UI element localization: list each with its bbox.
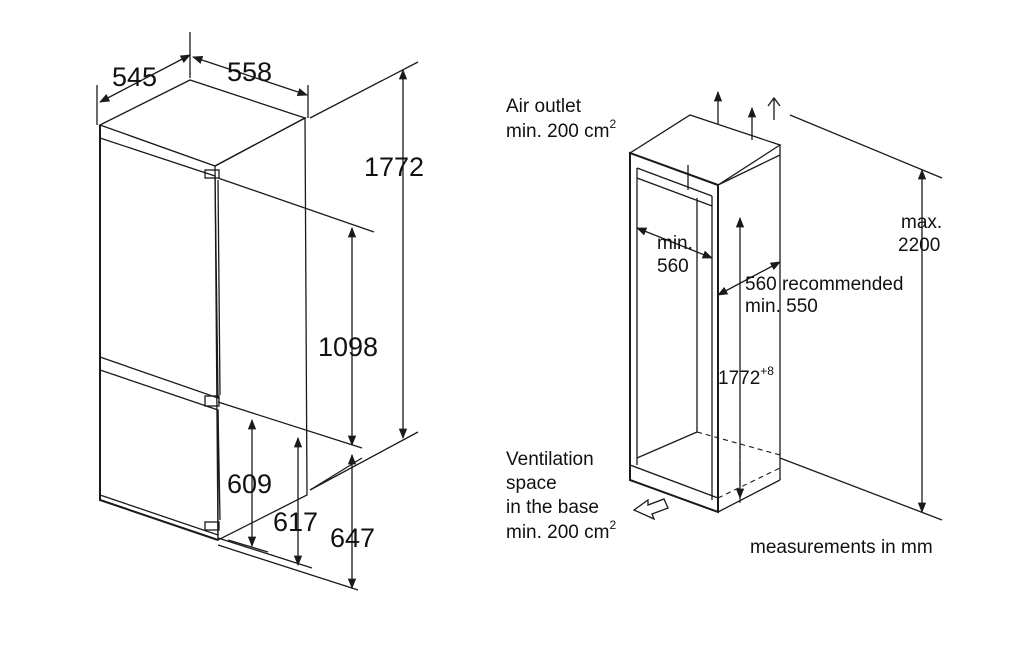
dimension-1772 [309, 61, 419, 491]
dimension-558 [192, 56, 309, 118]
air-outlet-arrows [713, 90, 781, 140]
label-609: 609 [227, 469, 272, 499]
appliance-front-outline [99, 125, 219, 541]
hinge-bottom [204, 521, 220, 531]
air-outlet-hook-icon [767, 96, 781, 120]
dimension-1098 [217, 177, 375, 449]
niche-front-frame [629, 151, 719, 514]
ventilation-label-2: space [506, 473, 557, 494]
ventilation-value: min. 200 cm2 [506, 518, 616, 543]
dimension-niche-depth [717, 261, 781, 296]
appliance-side-panel [214, 116, 308, 542]
label-1772: 1772 [364, 152, 424, 182]
appliance-drawing [98, 79, 308, 542]
niche-drawing [628, 114, 782, 514]
label-min-width-2: 560 [657, 256, 689, 277]
label-niche-height: 1772+8 [718, 364, 774, 389]
dimension-545 [96, 32, 191, 125]
label-617: 617 [273, 507, 318, 537]
label-max-2: 2200 [898, 235, 940, 256]
ventilation-inlet-arrow-icon [632, 498, 669, 521]
label-min-width-1: min. [657, 233, 693, 254]
dimension-609 [227, 418, 269, 553]
hinge-top [204, 169, 220, 179]
appliance-top-face [98, 79, 307, 167]
upper-door [99, 137, 219, 399]
dimension-647 [217, 453, 363, 591]
dimension-max-2200 [779, 114, 943, 521]
ventilation-label-1: Ventilation [506, 449, 594, 470]
dimension-617 [217, 436, 313, 569]
hinge-middle [204, 395, 220, 407]
label-1098: 1098 [318, 332, 378, 362]
label-545: 545 [112, 62, 157, 92]
air-outlet-value: min. 200 cm2 [506, 117, 616, 142]
label-558: 558 [227, 57, 272, 87]
niche-top [628, 114, 782, 186]
units-note: measurements in mm [750, 537, 933, 558]
label-max-1: max. [901, 212, 942, 233]
door-edge-upper [217, 179, 221, 396]
door-edge-lower [217, 409, 221, 521]
lower-door [99, 369, 219, 536]
ventilation-label-3: in the base [506, 497, 599, 518]
label-depth-1: 560 recommended [745, 274, 903, 295]
dimension-niche-width [636, 227, 713, 259]
air-outlet-label: Air outlet [506, 96, 582, 117]
label-depth-2: min. 550 [745, 296, 818, 317]
label-647: 647 [330, 523, 375, 553]
